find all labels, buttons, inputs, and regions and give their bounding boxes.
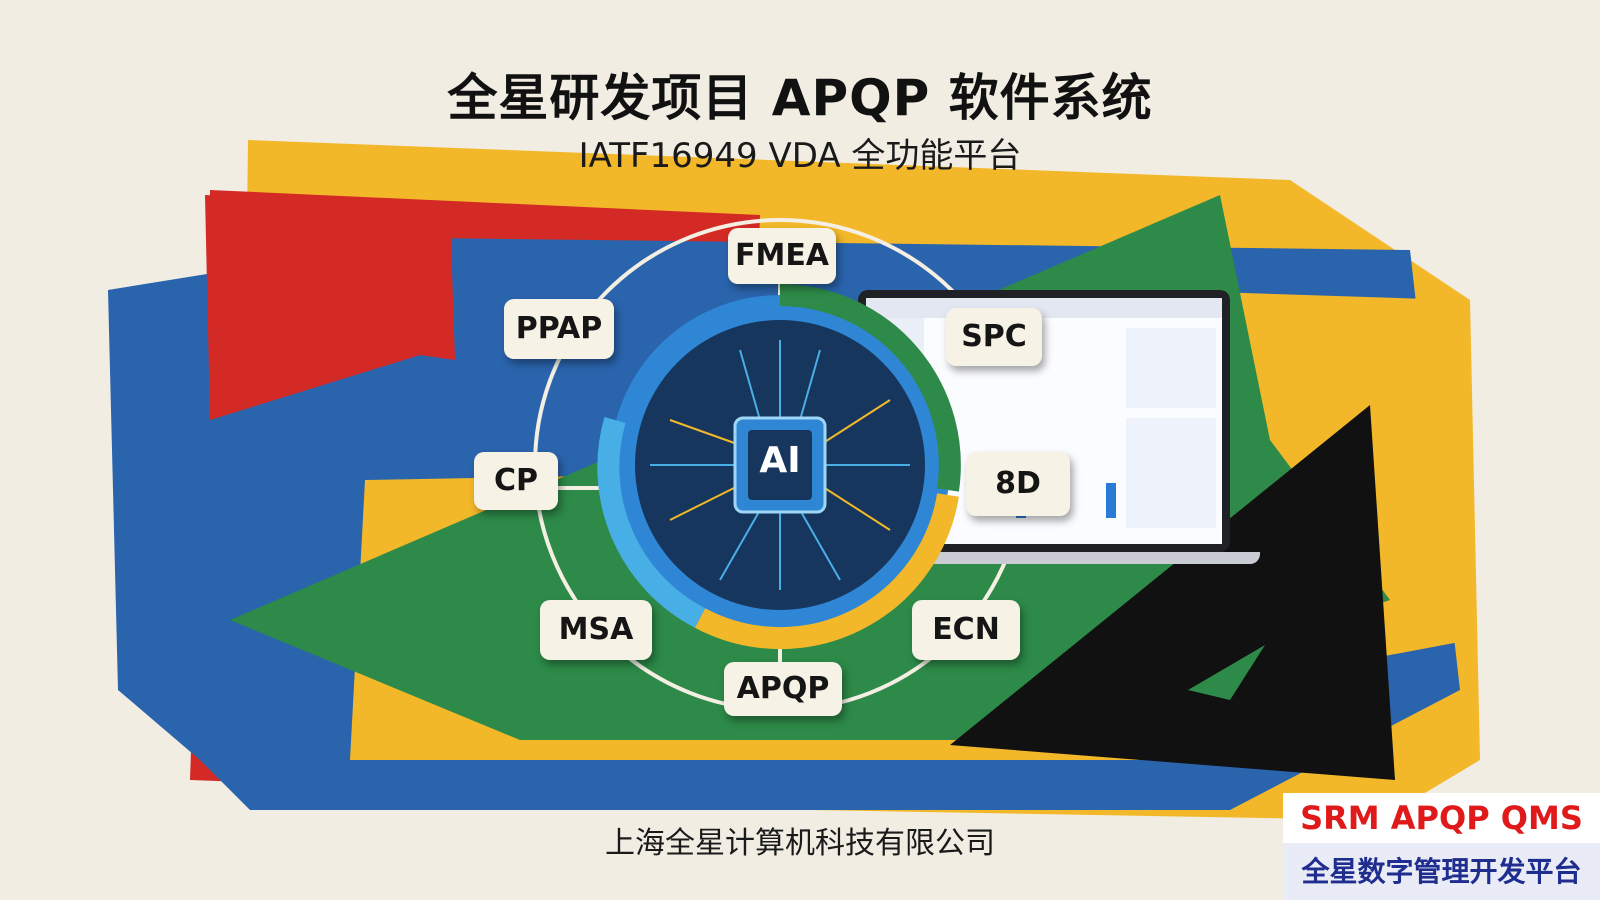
page-subtitle: IATF16949 VDA 全功能平台 bbox=[578, 136, 1022, 176]
brand-badge: SRM APQP QMS 全星数字管理开发平台 bbox=[1283, 793, 1600, 900]
module-fmea[interactable]: FMEA bbox=[728, 228, 836, 284]
ai-chip-label: AI bbox=[759, 440, 801, 481]
module-msa[interactable]: MSA bbox=[540, 600, 652, 660]
module-ppap[interactable]: PPAP bbox=[504, 299, 614, 359]
badge-products: SRM APQP QMS bbox=[1283, 793, 1600, 843]
page-title: 全星研发项目 APQP 软件系统 bbox=[447, 69, 1153, 127]
module-ecn[interactable]: ECN bbox=[912, 600, 1020, 660]
module-8d[interactable]: 8D bbox=[966, 452, 1070, 516]
badge-platform: 全星数字管理开发平台 bbox=[1283, 843, 1600, 900]
dashboard-card bbox=[1126, 418, 1216, 528]
dashboard-card bbox=[1126, 328, 1216, 408]
module-cp[interactable]: CP bbox=[474, 452, 558, 510]
module-spc[interactable]: SPC bbox=[946, 308, 1042, 366]
company-name: 上海全星计算机科技有限公司 bbox=[605, 826, 995, 861]
module-apqp[interactable]: APQP bbox=[724, 662, 842, 716]
dashboard-bar-chart bbox=[1106, 483, 1116, 518]
